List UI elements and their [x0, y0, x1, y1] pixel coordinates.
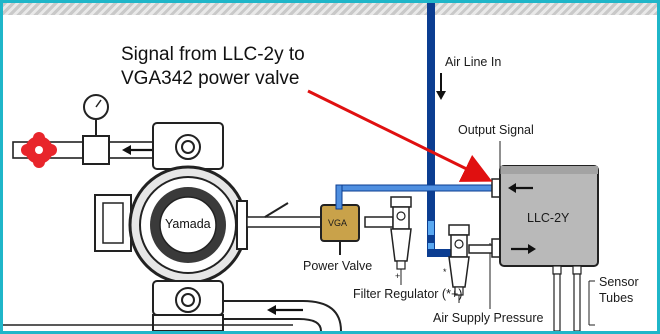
vga-power-valve	[320, 204, 360, 255]
power-valve-label: Power Valve	[303, 259, 373, 273]
filter-regulator-1	[390, 196, 412, 270]
down-arrow-icon	[436, 73, 446, 100]
callout-line-1: Signal from LLC-2y to	[121, 44, 305, 65]
llc-2y-controller	[499, 165, 599, 267]
air-line-in-pipe	[427, 3, 453, 257]
filter-regulator-label: Filter Regulator (*+)	[353, 287, 463, 301]
llc-input-arrow-icon	[508, 183, 533, 193]
air-supply-pressure-label: Air Supply Pressure	[433, 311, 544, 325]
llc-output-arrow-icon	[511, 244, 536, 254]
filter-regulator-2	[448, 224, 470, 296]
output-signal-label: Output Signal	[458, 123, 534, 137]
llc-label: LLC-2Y	[527, 211, 570, 225]
regulator-leader-lines	[400, 243, 491, 309]
callout-line-2: VGA342 power valve	[121, 68, 300, 89]
callout-arrow	[307, 89, 493, 182]
red-valve-icon	[21, 132, 57, 168]
top-decorative-band	[3, 3, 657, 15]
tubes-label: Tubes	[599, 291, 634, 305]
star-mark: *	[443, 267, 447, 277]
air-supply-to-llc	[468, 238, 501, 258]
signal-line	[335, 178, 501, 210]
suction-pipe	[3, 300, 342, 331]
vga-label: VGA	[328, 218, 348, 228]
left-arrow-icon	[122, 145, 155, 155]
pump-label: Yamada	[165, 217, 211, 231]
pressure-gauge-icon	[83, 94, 109, 120]
yamada-pump	[94, 122, 248, 331]
sensor-tubes	[552, 265, 595, 331]
suction-arrow-icon	[267, 305, 303, 315]
system-diagram	[3, 3, 599, 331]
sensor-label: Sensor	[599, 275, 639, 289]
air-line-in-label: Air Line In	[445, 55, 502, 69]
plus-mark: +	[395, 271, 401, 281]
